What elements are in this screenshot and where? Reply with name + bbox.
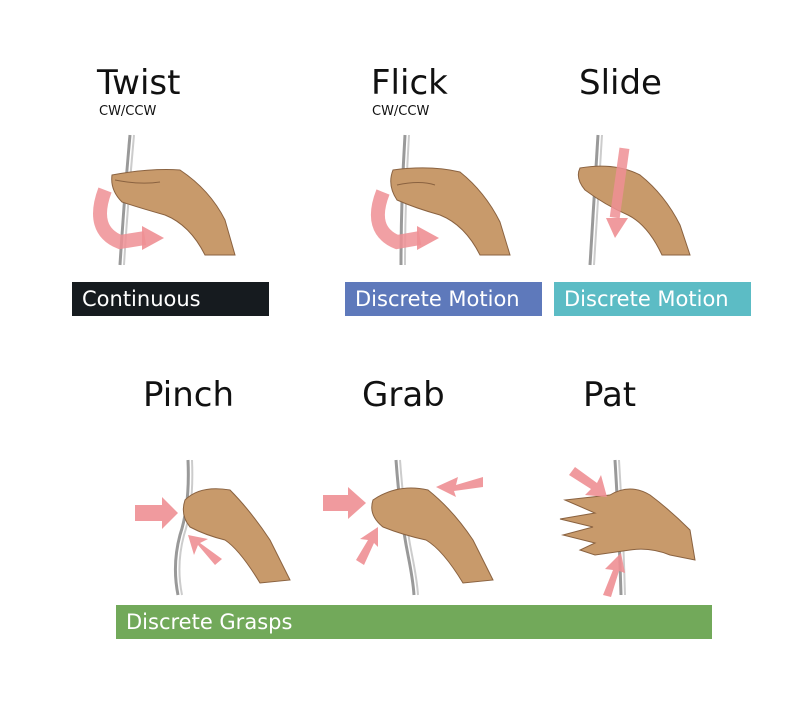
twist-title: Twist xyxy=(97,63,181,103)
grab-title: Grab xyxy=(362,375,445,415)
flick-title: Flick xyxy=(371,63,448,103)
discrete-grasps-label: Discrete Grasps xyxy=(116,605,712,639)
pat-illustration xyxy=(559,459,696,597)
continuous-label: Continuous xyxy=(72,282,269,316)
grab-illustration xyxy=(323,459,494,596)
pinch-title: Pinch xyxy=(143,375,234,415)
discrete-motion-label-slide: Discrete Motion xyxy=(554,282,751,316)
slide-title: Slide xyxy=(579,63,662,103)
pinch-illustration xyxy=(135,459,291,596)
twist-direction-label: CW/CCW xyxy=(99,104,157,119)
discrete-motion-label-flick: Discrete Motion xyxy=(345,282,542,316)
slide-illustration xyxy=(577,134,691,266)
twist-illustration xyxy=(93,134,236,266)
flick-direction-label: CW/CCW xyxy=(372,104,430,119)
pat-title: Pat xyxy=(583,375,637,415)
flick-illustration xyxy=(370,134,511,266)
